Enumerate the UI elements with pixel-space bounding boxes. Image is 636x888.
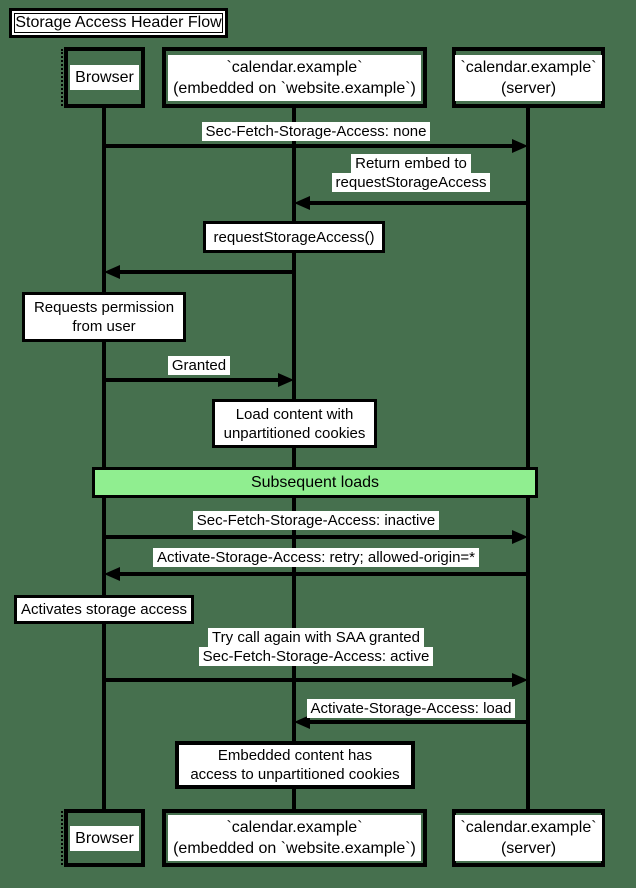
arrow-line [104, 678, 514, 682]
arrowhead-right-icon [278, 373, 294, 387]
actor-embed-bottom: `calendar.example`(embedded on `website.… [162, 809, 427, 867]
actor-server-bottom: `calendar.example`(server) [452, 809, 605, 867]
actor-browser-top: Browser [61, 47, 145, 108]
actor-server-label: `calendar.example`(server) [455, 815, 602, 861]
arrow-line [104, 144, 514, 148]
message-label-retry: Activate-Storage-Access: retry; allowed-… [104, 548, 528, 567]
arrowhead-left-icon [104, 567, 120, 581]
note-activates-storage-access: Activates storage access [14, 595, 194, 624]
arrowhead-left-icon [294, 715, 310, 729]
lifeline-embed [292, 107, 296, 810]
message-label-sec-fetch-inactive: Sec-Fetch-Storage-Access: inactive [104, 511, 528, 530]
subsequent-loads-banner: Subsequent loads [92, 467, 538, 498]
note-load-content: Load content with unpartitioned cookies [212, 399, 377, 448]
arrowhead-right-icon [512, 673, 528, 687]
arrow-line [118, 270, 294, 274]
message-label-sec-fetch-none: Sec-Fetch-Storage-Access: none [104, 122, 528, 141]
message-label-asa-load: Activate-Storage-Access: load [294, 699, 528, 718]
message-label-return-embed: Return embed to requestStorageAccess [294, 154, 528, 192]
arrow-line [104, 378, 279, 382]
note-requests-permission: Requests permission from user [22, 292, 186, 342]
actor-browser-label: Browser [70, 825, 139, 851]
actor-embed-top: `calendar.example`(embedded on `website.… [162, 47, 427, 108]
message-label-granted: Granted [104, 356, 294, 375]
arrow-line [308, 720, 528, 724]
note-embedded-content-access: Embedded content has access to unpartiti… [175, 741, 415, 789]
arrow-line [308, 201, 528, 205]
note-request-storage-access: requestStorageAccess() [203, 221, 385, 253]
actor-server-label: `calendar.example`(server) [455, 54, 602, 101]
arrowhead-right-icon [512, 139, 528, 153]
lifeline-server [526, 107, 530, 810]
actor-browser-label: Browser [70, 65, 139, 90]
actor-embed-label: `calendar.example`(embedded on `website.… [168, 54, 421, 101]
actor-browser-bottom: Browser [61, 809, 145, 867]
arrow-line [118, 572, 528, 576]
arrow-line [104, 535, 514, 539]
actor-embed-label: `calendar.example`(embedded on `website.… [168, 815, 421, 861]
arrowhead-left-icon [294, 196, 310, 210]
diagram-title: Storage Access Header Flow [9, 8, 228, 38]
lifeline-browser [102, 107, 106, 810]
diagram-title-text: Storage Access Header Flow [15, 14, 222, 31]
arrowhead-left-icon [104, 265, 120, 279]
subsequent-loads-label: Subsequent loads [250, 473, 380, 491]
arrowhead-right-icon [512, 530, 528, 544]
actor-server-top: `calendar.example`(server) [452, 47, 605, 108]
message-label-try-again: Try call again with SAA granted Sec-Fetc… [104, 628, 528, 666]
